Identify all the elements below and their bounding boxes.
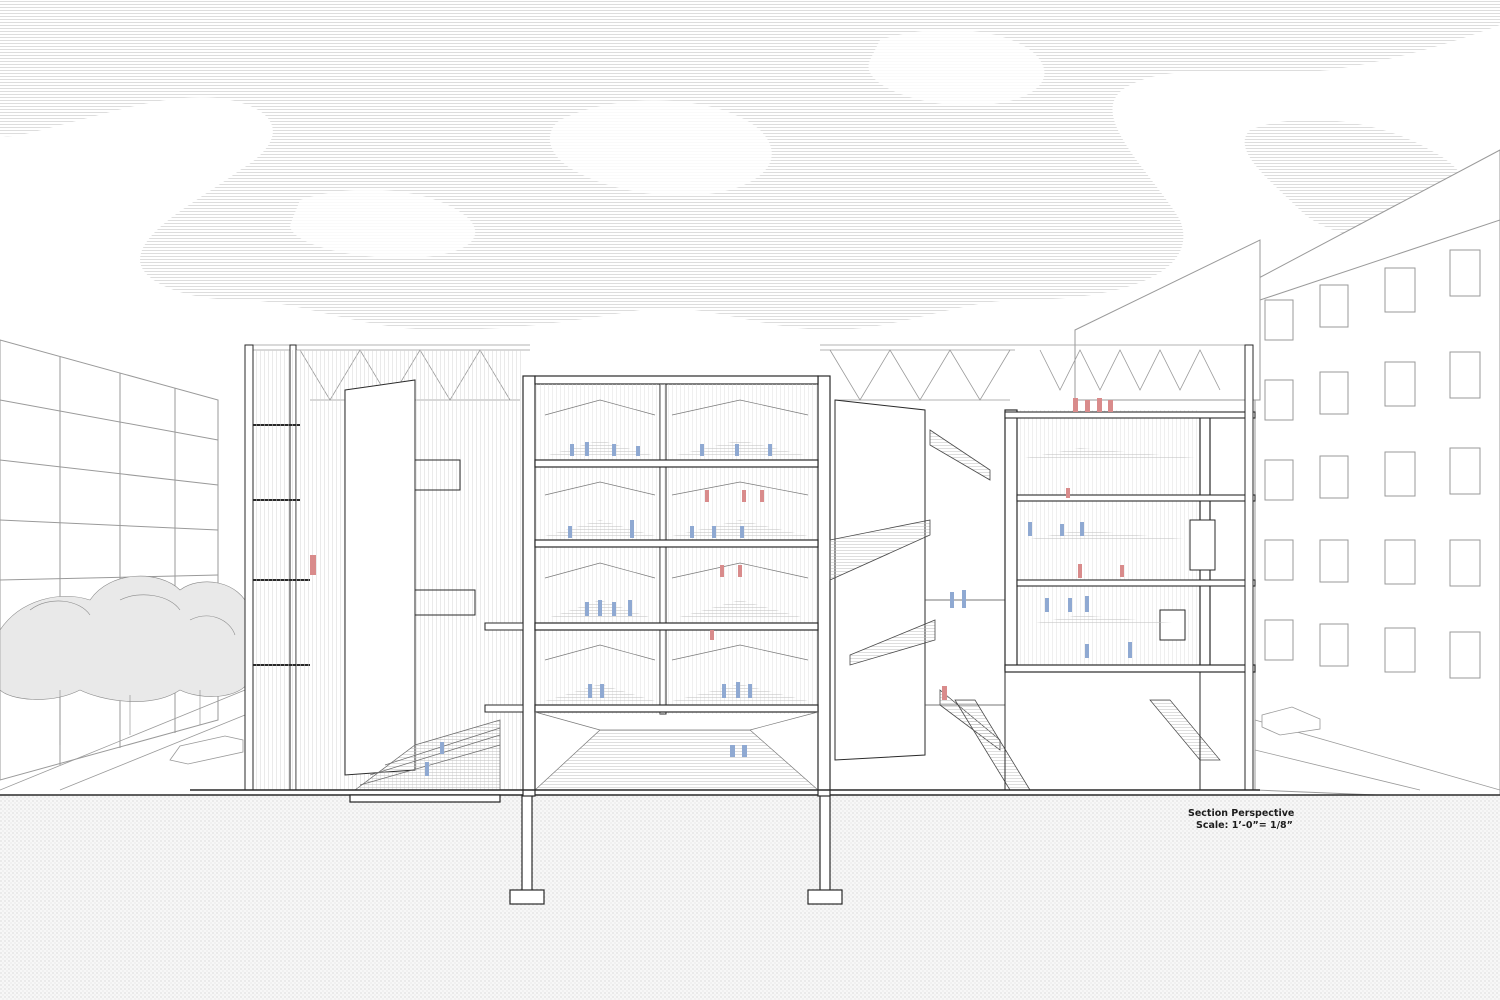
central-stairs xyxy=(829,429,1031,791)
people-figures xyxy=(310,398,1132,776)
streets xyxy=(0,689,1500,791)
ground-section xyxy=(0,795,1500,1000)
caption-scale: Scale: 1’-0”= 1/8” xyxy=(1196,820,1293,831)
right-studio-block xyxy=(1004,344,1256,791)
sky-clouds xyxy=(0,0,1500,330)
auditorium-steps xyxy=(353,719,501,791)
central-classroom-block xyxy=(484,375,831,797)
drawing-caption: Section Perspective Scale: 1’-0”= 1/8” xyxy=(1160,808,1294,832)
right-background-building xyxy=(1074,149,1500,801)
foundations xyxy=(349,794,843,905)
right-core-wall xyxy=(834,399,926,761)
building-section xyxy=(190,344,1260,797)
caption-title: Section Perspective xyxy=(1188,808,1295,819)
